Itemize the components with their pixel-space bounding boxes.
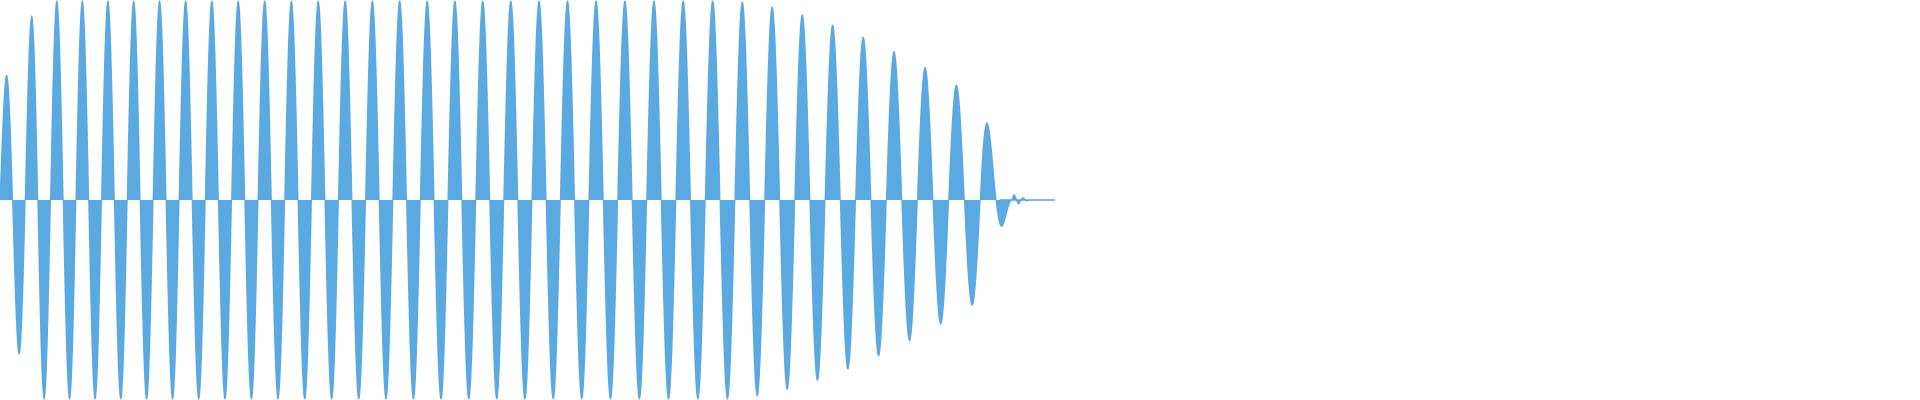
audio-waveform-icon [0,0,1031,400]
